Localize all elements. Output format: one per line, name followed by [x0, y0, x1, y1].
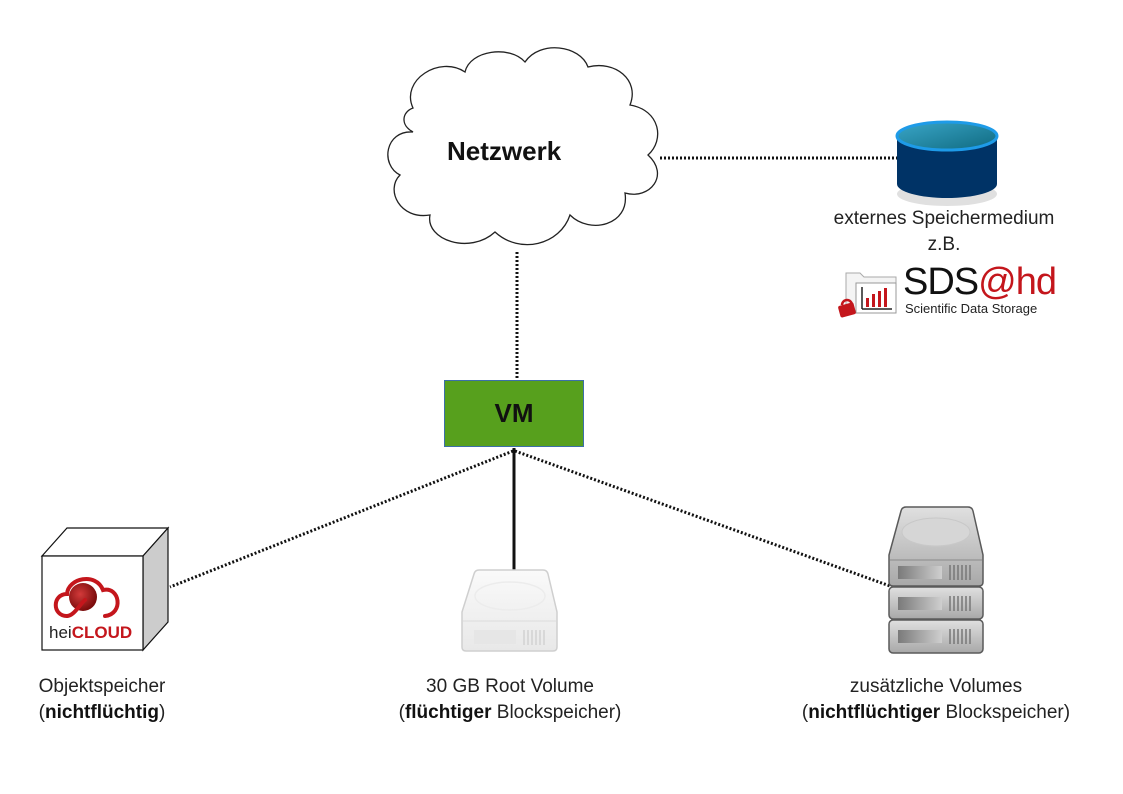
edge-vm-object-storage	[169, 449, 514, 589]
extra-volumes-label: zusätzliche Volumes (nichtflüchtiger Blo…	[776, 674, 1096, 726]
extra-volumes-label-line2: (nichtflüchtiger Blockspeicher)	[801, 702, 1071, 723]
sds-folder-chart-icon	[838, 272, 897, 318]
object-storage-label-line2: (nichtflüchtig)	[38, 702, 166, 723]
hard-drive-icon[interactable]	[461, 569, 558, 652]
heicloud-logo-icon	[53, 577, 120, 618]
heicloud-logo-prefix: hei	[49, 623, 72, 642]
stacked-drives-icon[interactable]	[888, 506, 984, 654]
database-cylinder-icon[interactable]	[895, 120, 999, 206]
sds-logo-prefix: SDS	[903, 261, 979, 303]
heicloud-logo-suffix: CLOUD	[71, 623, 133, 642]
vm-node[interactable]: VM	[444, 380, 584, 447]
root-volume-label-line1: 30 GB Root Volume	[426, 676, 594, 697]
sds-logo-subtitle: Scientific Data Storage	[905, 301, 1038, 316]
object-storage-label-line1: Objektspeicher	[38, 676, 166, 697]
vm-label: VM	[494, 398, 534, 428]
sds-logo-text: SDS@hd	[903, 261, 1057, 303]
cube-icon[interactable]	[40, 526, 170, 652]
network-label: Netzwerk	[447, 136, 562, 166]
cloud-icon[interactable]	[387, 47, 659, 246]
root-volume-label: 30 GB Root Volume (flüchtiger Blockspeic…	[360, 674, 660, 726]
edges	[169, 156, 897, 589]
root-volume-label-line2: (flüchtiger Blockspeicher)	[398, 702, 622, 723]
external-storage-label: externes Speichermedium z.B.	[794, 206, 1094, 258]
sds-logo-suffix: @hd	[978, 261, 1057, 303]
heicloud-logo-text: heiCLOUD	[49, 623, 132, 643]
extra-volumes-label-line1: zusätzliche Volumes	[849, 676, 1023, 697]
external-storage-label-line2: z.B.	[927, 234, 961, 255]
external-storage-label-line1: externes Speichermedium	[833, 208, 1055, 229]
edge-vm-extra-volumes	[514, 449, 891, 588]
object-storage-label: Objektspeicher (nichtflüchtig)	[2, 674, 202, 726]
lock-icon	[838, 298, 856, 318]
